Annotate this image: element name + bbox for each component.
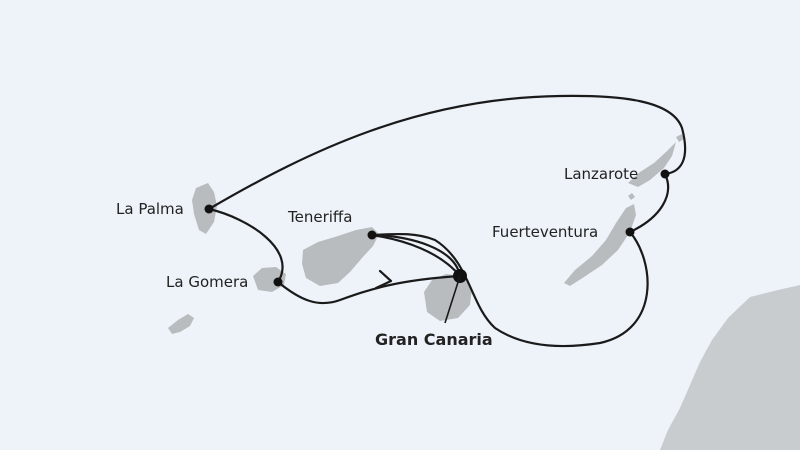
route-teneriffa-grancanaria-b	[370, 233, 462, 278]
route-lanzarote-fuerteventura	[628, 172, 670, 234]
port-marker-lanzarote	[660, 169, 670, 179]
port-label-la-palma: La Palma	[116, 200, 184, 218]
island-teneriffa	[302, 227, 379, 286]
port-label-lanzarote: Lanzarote	[564, 165, 638, 183]
island-la-palma	[192, 183, 217, 234]
island-lobos	[628, 193, 635, 200]
island-el-hierro	[168, 314, 194, 334]
island-lanzarote	[628, 142, 676, 187]
port-marker-la-palma	[204, 204, 214, 214]
island-gran-canaria	[424, 274, 472, 321]
port-leader-gran-canaria	[444, 275, 461, 324]
port-label-fuerteventura: Fuerteventura	[492, 223, 598, 241]
island-la-graciosa	[676, 134, 684, 142]
mainland-africa	[660, 285, 800, 450]
route-lapalma-lanzarote	[207, 94, 687, 211]
island-fuerteventura	[564, 204, 636, 286]
route-teneriffa-grancanaria-a	[370, 233, 462, 278]
port-marker-la-gomera	[273, 277, 283, 287]
route-lagomera-grancanaria	[276, 274, 462, 305]
port-label-gran-canaria: Gran Canaria	[375, 330, 493, 349]
route-fuerteventura-teneriffa	[370, 230, 649, 348]
port-marker-teneriffa	[367, 230, 377, 240]
route-lapalma-lagomera	[207, 207, 284, 284]
port-label-la-gomera: La Gomera	[166, 273, 248, 291]
port-label-teneriffa: Teneriffa	[287, 208, 352, 226]
route-arrow-icon	[374, 269, 393, 290]
port-marker-fuerteventura	[625, 227, 635, 237]
